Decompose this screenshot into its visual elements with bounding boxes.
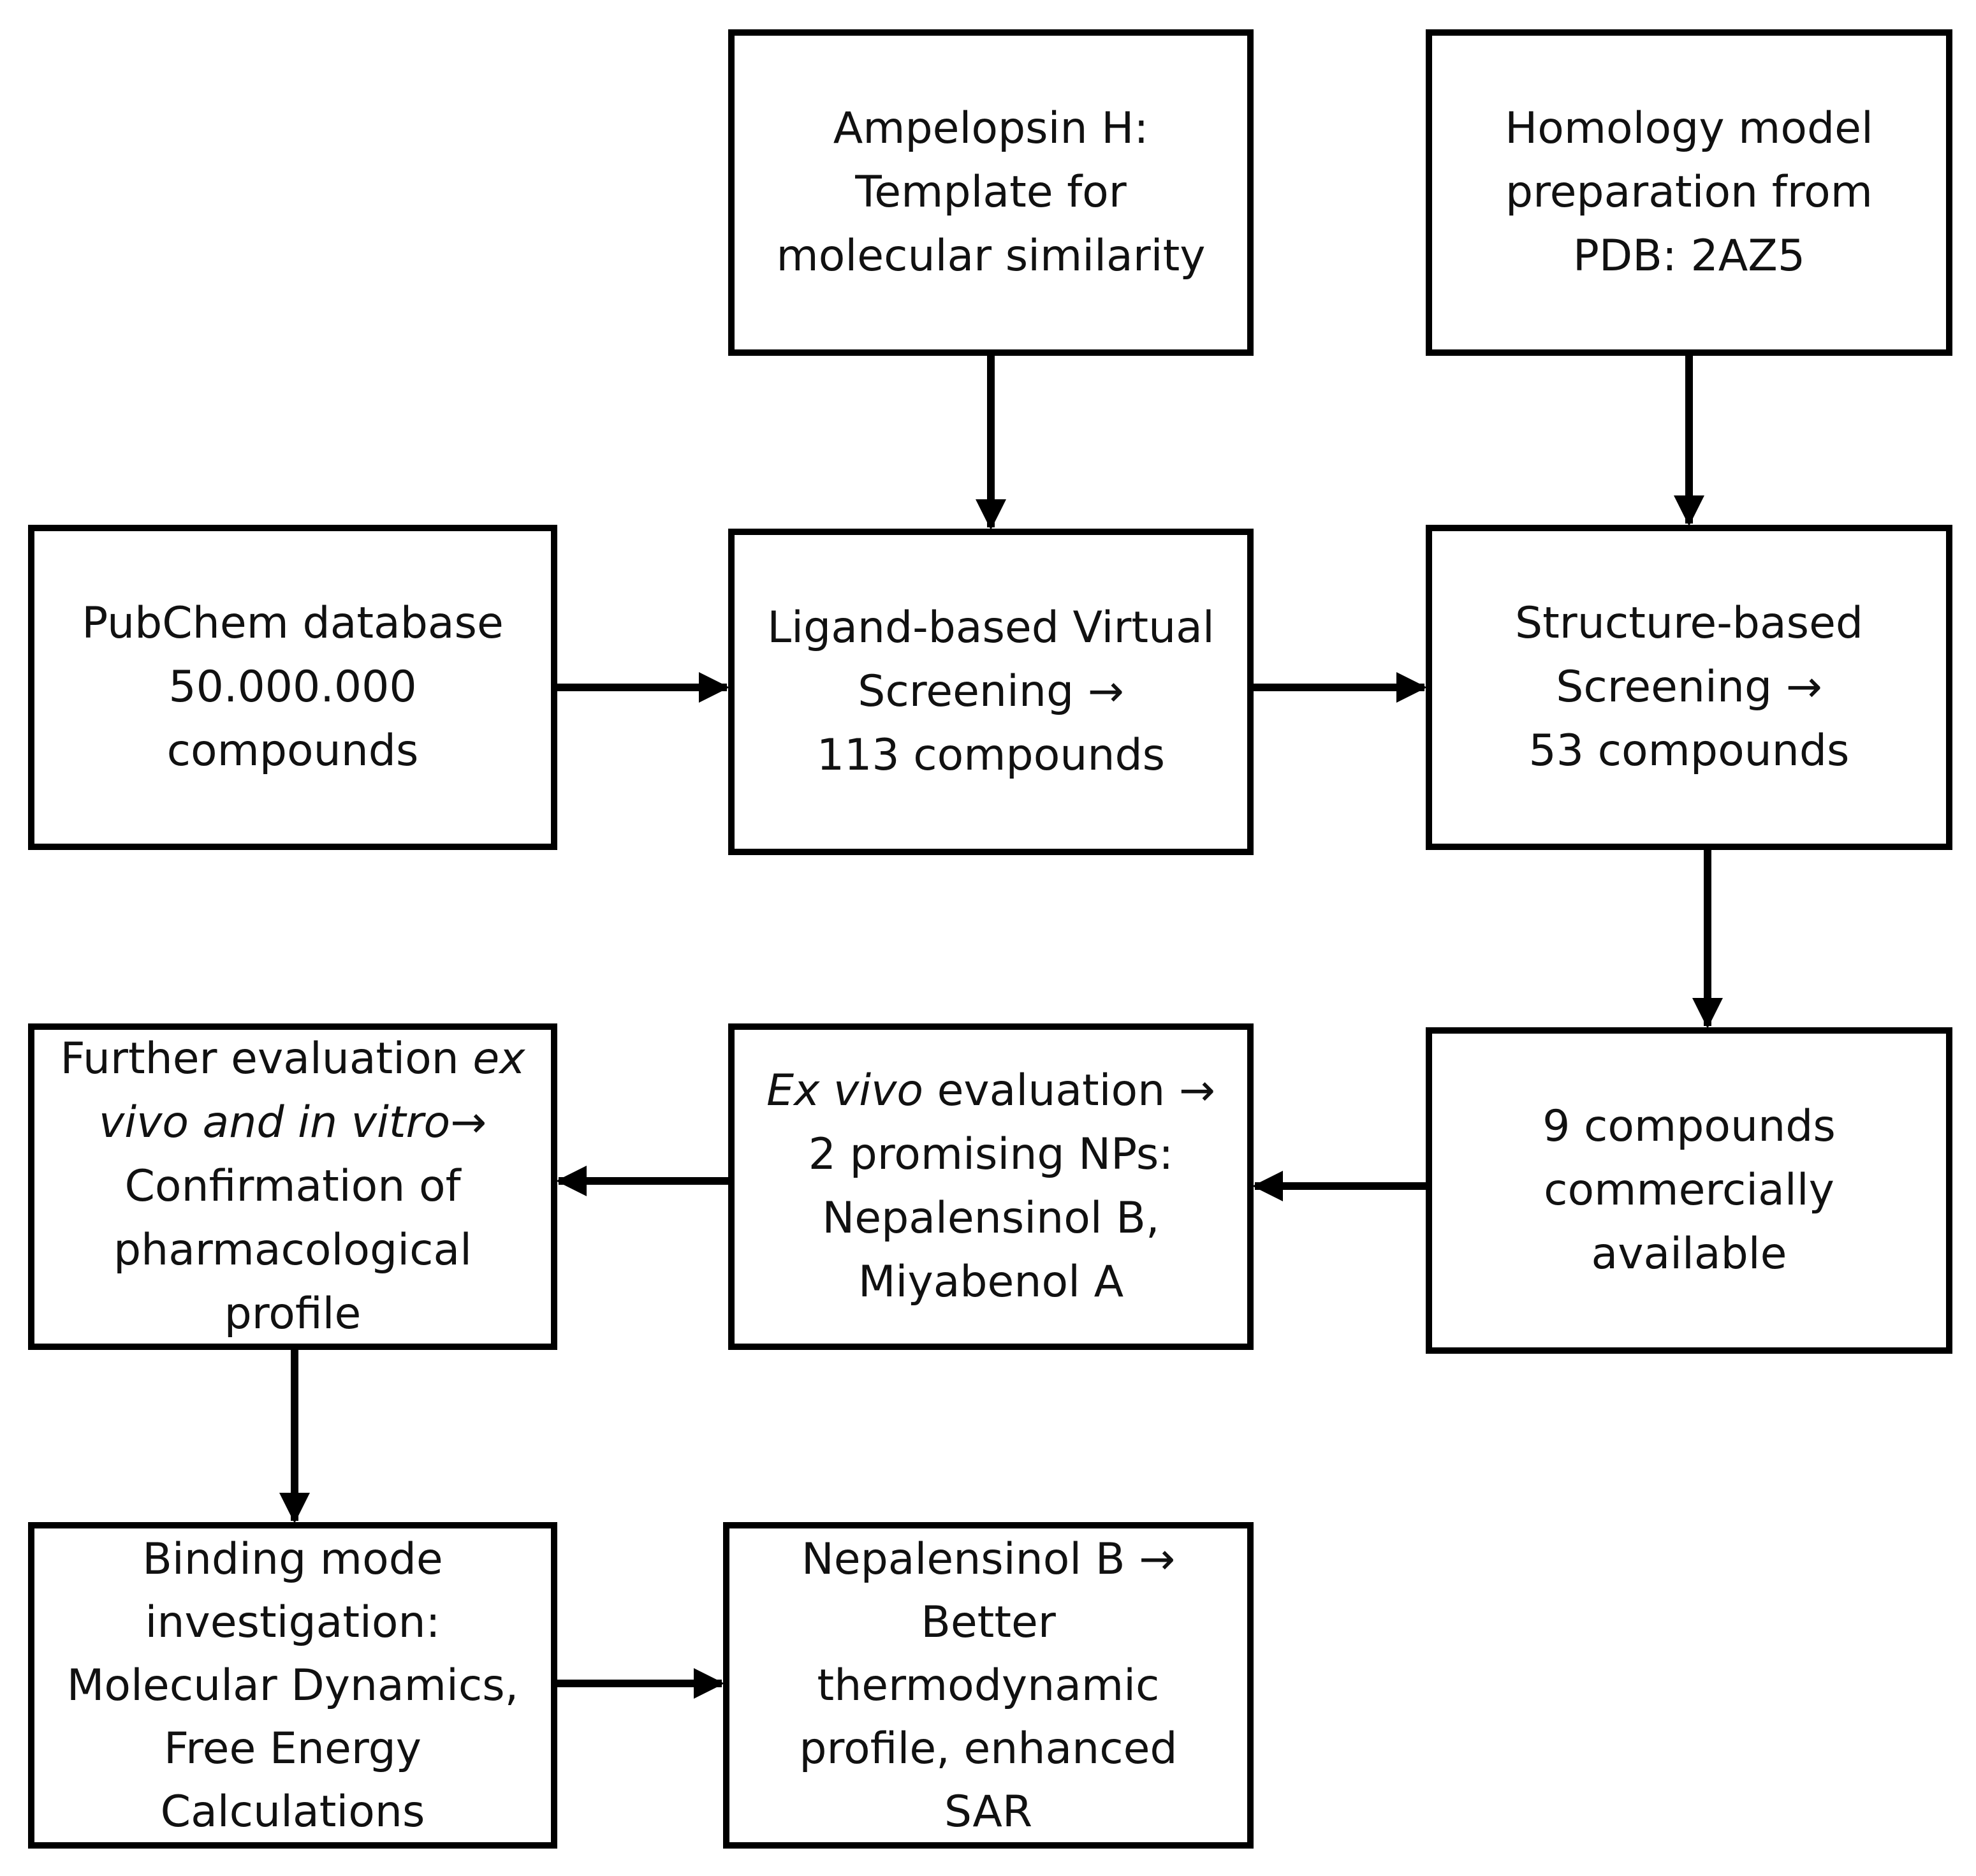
box-text-line: PubChem database	[82, 598, 504, 649]
box-text-line: Nepalensinol B →	[801, 1534, 1176, 1585]
box-text-line: SAR	[944, 1786, 1033, 1837]
box-text-line: Ligand-based Virtual	[767, 603, 1215, 653]
box-text-fragment: evaluation →	[923, 1066, 1215, 1116]
box-text-line: 2 promising NPs:	[808, 1129, 1174, 1180]
ligand-based-screening-box: Ligand-based Virtual Screening → 113 com…	[728, 529, 1254, 855]
box-text-line: compounds	[166, 726, 419, 776]
homology-model-box: Homology model preparation from PDB: 2AZ…	[1426, 29, 1952, 356]
box-text-line: Structure-based	[1514, 598, 1864, 649]
box-text-line: Ampelopsin H:	[833, 103, 1149, 154]
structure-based-screening-box: Structure-based Screening → 53 compounds	[1426, 525, 1952, 850]
nepalensinol-result-box: Nepalensinol B → Better thermodynamic pr…	[723, 1522, 1254, 1849]
commercially-available-box: 9 compounds commercially available	[1426, 1027, 1952, 1354]
box-text-line: 53 compounds	[1528, 726, 1850, 776]
further-evaluation-box: Further evaluation ex vivo and in vitro→…	[28, 1023, 557, 1350]
box-text-fragment: →	[450, 1097, 487, 1148]
box-text-line: vivo and in vitro→	[99, 1091, 487, 1155]
box-text-line: thermodynamic	[817, 1660, 1160, 1711]
box-text-line: investigation:	[145, 1597, 441, 1648]
box-text-line: molecular similarity	[776, 231, 1206, 281]
ampelopsin-template-box: Ampelopsin H: Template for molecular sim…	[728, 29, 1254, 356]
box-text-line: Screening →	[1556, 662, 1822, 712]
box-text-line: Confirmation of	[124, 1161, 461, 1212]
box-text-line: commercially	[1544, 1165, 1834, 1215]
box-text-line: Free Energy	[164, 1723, 421, 1774]
pubchem-database-box: PubChem database 50.000.000 compounds	[28, 525, 557, 850]
box-text-line: Further evaluation ex	[61, 1027, 525, 1091]
box-text-line: profile	[224, 1289, 362, 1339]
box-text-line: 9 compounds	[1542, 1101, 1836, 1152]
box-text-line: Nepalensinol B,	[822, 1193, 1160, 1243]
box-text-line: PDB: 2AZ5	[1572, 231, 1806, 281]
box-text-line: profile, enhanced	[799, 1723, 1178, 1774]
box-text-line: Homology model	[1505, 103, 1873, 154]
box-text-line: 50.000.000	[168, 662, 417, 712]
box-text-line: Better	[921, 1597, 1056, 1648]
box-text-line: pharmacological	[113, 1225, 472, 1275]
binding-mode-box: Binding mode investigation: Molecular Dy…	[28, 1522, 557, 1849]
box-text-line: Miyabenol A	[858, 1257, 1124, 1307]
italic-text: vivo and in vitro	[98, 1097, 451, 1148]
ex-vivo-evaluation-box: Ex vivo evaluation → 2 promising NPs: Ne…	[728, 1023, 1254, 1350]
box-text-line: preparation from	[1505, 167, 1873, 217]
box-text-line: Calculations	[160, 1786, 425, 1837]
box-text-line: 113 compounds	[816, 730, 1166, 780]
box-text-line: Template for	[855, 167, 1127, 217]
box-text-line: available	[1591, 1229, 1787, 1279]
italic-text: Ex vivo	[766, 1066, 923, 1116]
box-text-line: Ex vivo evaluation →	[766, 1059, 1215, 1123]
box-text-line: Molecular Dynamics,	[66, 1660, 519, 1711]
box-text-line: Binding mode	[142, 1534, 443, 1585]
box-text-fragment: Further evaluation	[60, 1034, 473, 1084]
italic-text: ex	[472, 1034, 525, 1084]
box-text-line: Screening →	[858, 666, 1124, 717]
